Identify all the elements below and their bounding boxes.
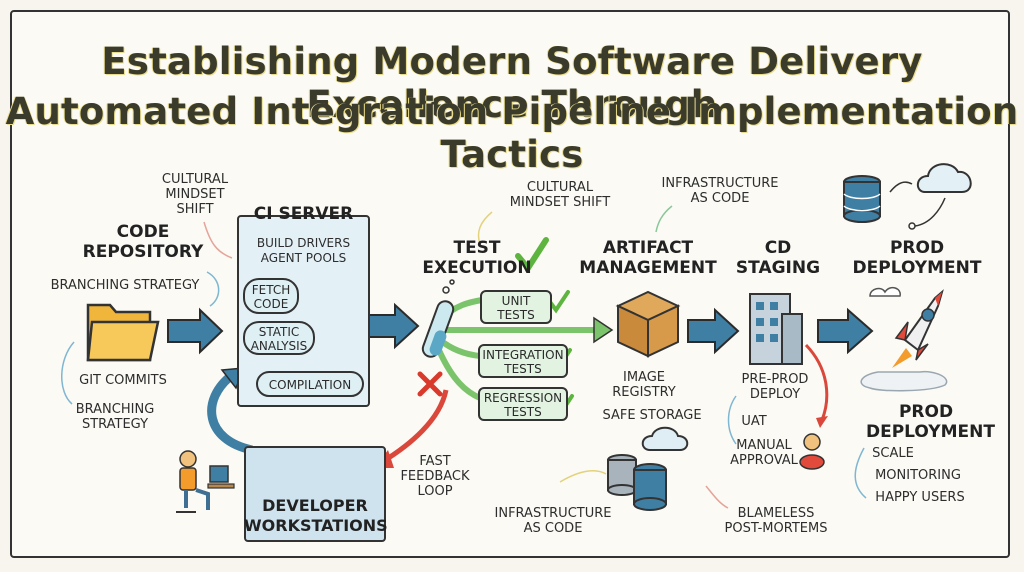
unit-tests: UNIT TESTS bbox=[480, 290, 552, 324]
tests-heading: TEST EXECUTION bbox=[422, 238, 532, 278]
ci-static-analysis: STATIC ANALYSIS bbox=[243, 321, 315, 355]
arrow-ci-to-tests bbox=[364, 302, 420, 350]
culture-left: CULTURAL MINDSET SHIFT bbox=[161, 172, 229, 217]
developer-box bbox=[244, 446, 386, 542]
prod-heading-top: PROD DEPLOYMENT bbox=[852, 238, 982, 278]
fail-cross-icon bbox=[417, 371, 443, 397]
arrow-feedback-loop bbox=[380, 389, 449, 465]
integration-tests: INTEGRATION TESTS bbox=[478, 344, 568, 378]
fast-feedback-loop: FAST FEEDBACK LOOP bbox=[400, 454, 470, 499]
safe-storage: SAFE STORAGE bbox=[602, 408, 702, 423]
staging-heading: CD STAGING bbox=[735, 238, 821, 278]
sky-cloud-icon bbox=[869, 286, 901, 297]
repo-branching-bottom: BRANCHING STRATEGY bbox=[75, 402, 155, 432]
prod-scale: SCALE bbox=[872, 446, 914, 461]
artifact-heading: ARTIFACT MANAGEMENT bbox=[579, 238, 717, 278]
rocket-icon bbox=[860, 289, 948, 392]
cloud-icon bbox=[916, 163, 972, 193]
developer-label: DEVELOPER WORKSTATIONS bbox=[244, 496, 388, 535]
unit-check-icon bbox=[548, 290, 570, 314]
preprod-deploy: PRE-PROD DEPLOY bbox=[741, 372, 809, 402]
prod-happy-users: HAPPY USERS bbox=[875, 490, 965, 505]
storage-db-icon bbox=[607, 454, 667, 511]
image-registry: IMAGE REGISTRY bbox=[612, 370, 676, 400]
regression-tests: REGRESSION TESTS bbox=[478, 387, 568, 421]
ci-fetch-code: FETCH CODE bbox=[243, 278, 299, 314]
developer-icon bbox=[176, 450, 235, 513]
repo-git-commits: GIT COMMITS bbox=[79, 373, 167, 388]
approver-icon bbox=[799, 433, 825, 470]
title-line-2: Automated Integration Pipeline Implement… bbox=[5, 90, 1019, 176]
arrow-repo-to-ci bbox=[167, 307, 224, 355]
prod-monitoring: MONITORING bbox=[875, 468, 961, 483]
test-tube-icon bbox=[421, 279, 455, 358]
diagram-frame bbox=[10, 10, 1010, 558]
upload-cloud-icon bbox=[641, 426, 689, 451]
arrow-dev-to-ci bbox=[207, 371, 254, 455]
manual-approval: MANUAL APPROVAL bbox=[730, 438, 798, 468]
package-icon bbox=[615, 290, 681, 358]
ci-compilation: COMPILATION bbox=[256, 371, 364, 397]
repo-heading: CODE REPOSITORY bbox=[82, 222, 204, 262]
ci-server-heading: CI SERVER bbox=[253, 204, 354, 224]
blameless-postmortems: BLAMELESS POST-MORTEMS bbox=[724, 506, 828, 536]
artifact-iac-top: INFRASTRUCTURE AS CODE bbox=[661, 176, 779, 206]
ci-build-drivers: BUILD DRIVERS AGENT POOLS bbox=[256, 236, 351, 265]
title-line-1: Establishing Modern Software Delivery Ex… bbox=[101, 40, 923, 126]
arrow-staging-to-prod bbox=[817, 307, 874, 355]
building-icon bbox=[749, 293, 803, 365]
uat: UAT bbox=[741, 414, 767, 429]
prod-heading: PROD DEPLOYMENT bbox=[866, 402, 995, 442]
arrow-artifact-to-staging bbox=[687, 307, 740, 355]
test-check-icon bbox=[515, 237, 549, 274]
folder-icon bbox=[86, 303, 160, 362]
bottom-iac: INFRASTRUCTURE AS CODE bbox=[494, 506, 612, 536]
tests-culture: CULTURAL MINDSET SHIFT bbox=[509, 180, 611, 210]
arrow-tests-to-artifact bbox=[593, 316, 614, 344]
repo-branching-top: BRANCHING STRATEGY bbox=[50, 278, 200, 293]
database-icon bbox=[843, 175, 881, 223]
